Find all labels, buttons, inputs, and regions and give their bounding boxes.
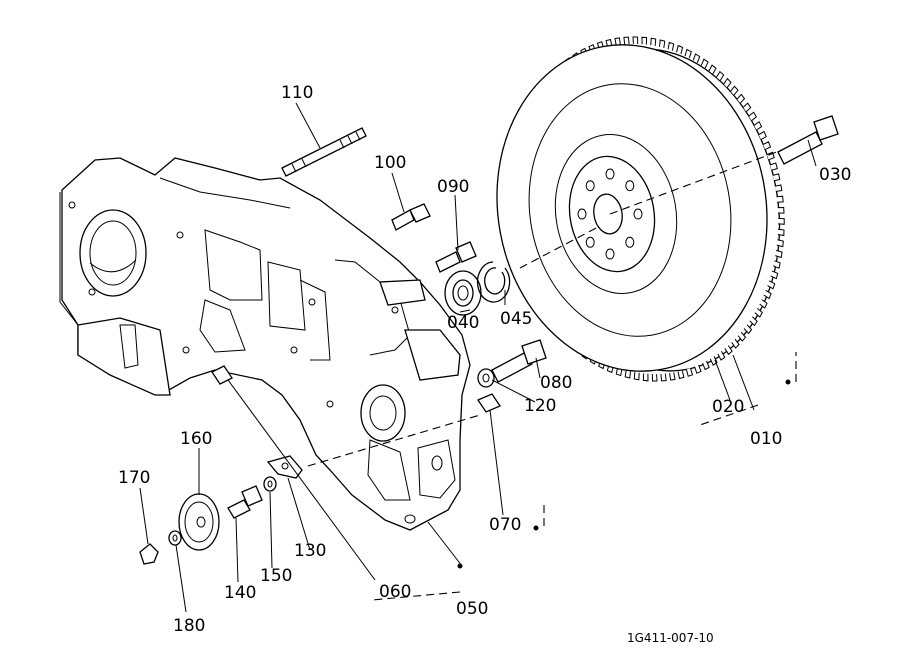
stud-bolt-part-110: [281, 127, 367, 177]
callout-140: 140: [224, 583, 256, 603]
bolt-part-030: [777, 115, 839, 165]
callout-160: 160: [180, 429, 212, 449]
flywheel-bolt-hole: [633, 208, 643, 220]
callout-100: 100: [374, 153, 406, 173]
pin-part-070: [477, 393, 501, 413]
callout-110: 110: [281, 83, 313, 103]
callout-150: 150: [260, 566, 292, 586]
bolt-part-140: [227, 485, 263, 519]
callout-170: 170: [118, 468, 150, 488]
flywheel-bolt-hole: [577, 208, 587, 220]
callout-070: 070: [489, 515, 521, 535]
snap-ring-part-045: [476, 261, 511, 303]
callout-080: 080: [540, 373, 572, 393]
cap-nut-part-170: [139, 543, 159, 565]
bolt-part-090: [435, 241, 477, 273]
callout-130: 130: [294, 541, 326, 561]
pin-part-060: [211, 365, 233, 385]
flywheel-housing-part-050: [59, 157, 471, 531]
flywheel-bolt-hole: [585, 180, 595, 192]
callout-120: 120: [524, 396, 556, 416]
assembly-lines: [307, 149, 797, 601]
bolt-part-080: [491, 339, 547, 383]
bolt-part-100: [391, 203, 431, 231]
leader-lines: [139, 102, 817, 613]
flywheel-bolt-hole: [625, 180, 635, 192]
callout-labels: 110 100 090 040 045 030 020 010 080 120 …: [118, 83, 851, 645]
callout-040: 040: [447, 313, 479, 333]
flywheel-bolt-hole: [625, 236, 635, 248]
callout-020: 020: [712, 397, 744, 417]
flywheel-part-020: [496, 36, 785, 382]
lever-part-130: [266, 455, 303, 479]
callout-010: 010: [750, 429, 782, 449]
callout-090: 090: [437, 177, 469, 197]
nut-part-150: [263, 476, 277, 492]
callout-050: 050: [456, 599, 488, 619]
flywheel-bolt-hole: [605, 248, 615, 260]
callout-060: 060: [379, 582, 411, 602]
washer-part-120: [477, 368, 495, 388]
cover-part-160: [178, 493, 220, 551]
callout-030: 030: [819, 165, 851, 185]
drawing-code: 1G411-007-10: [627, 631, 714, 645]
flywheel-bolt-hole: [585, 236, 595, 248]
washer-part-180: [168, 530, 182, 546]
callout-180: 180: [173, 616, 205, 636]
bearing-part-040: [444, 270, 482, 316]
flywheel-bolt-hole: [605, 168, 615, 180]
callout-045: 045: [500, 309, 532, 329]
